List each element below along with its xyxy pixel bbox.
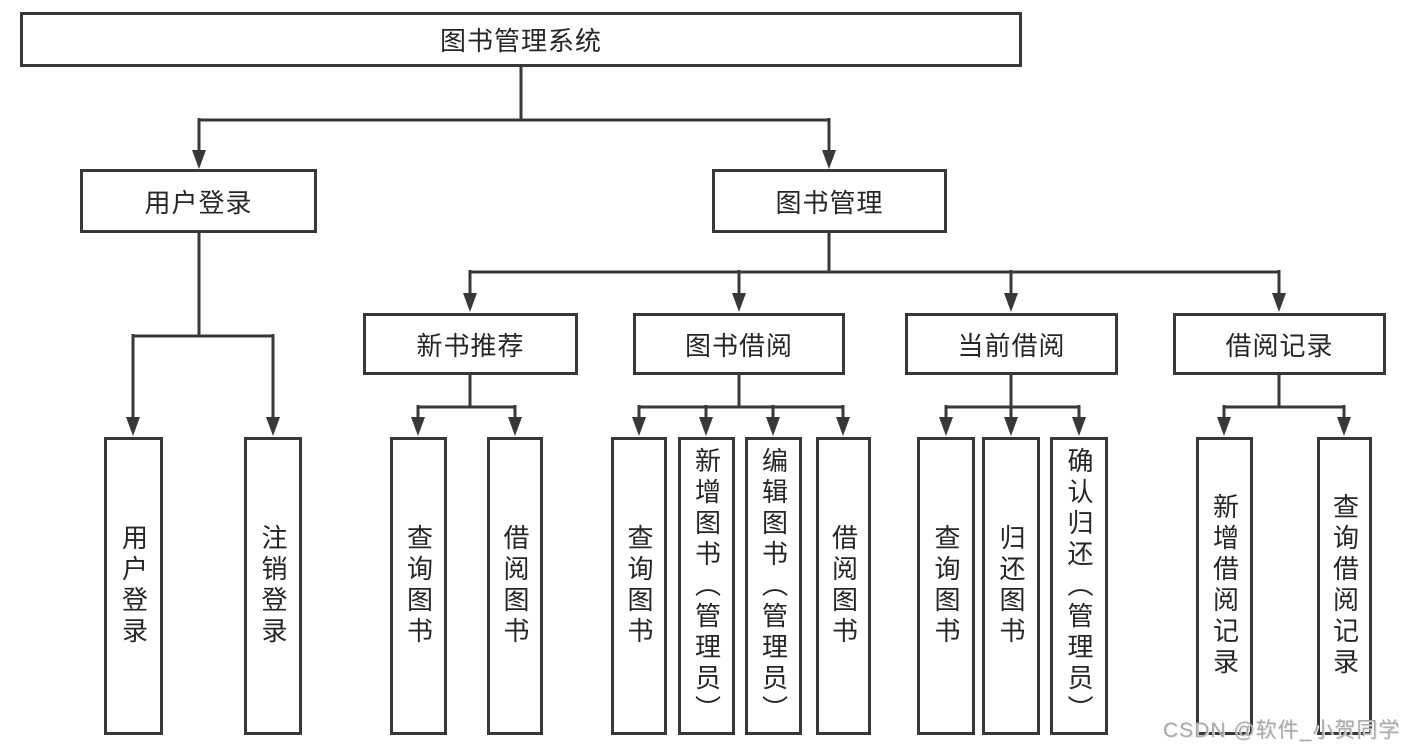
node-label: 查询图书 — [931, 524, 961, 648]
node-leaf-user-login: 用户登录 — [104, 437, 163, 735]
node-leaf-query-books-recommend: 查询图书 — [390, 437, 447, 735]
node-borrow-records: 借阅记录 — [1173, 313, 1386, 375]
node-label: 当前借阅 — [957, 330, 1066, 361]
connector-current-borrow-to-leaves — [939, 375, 1086, 436]
node-label: 图书管理 — [775, 187, 884, 218]
node-label: 借阅图书 — [828, 524, 859, 648]
node-label: 注销登录 — [258, 524, 288, 648]
node-current-borrow: 当前借阅 — [905, 313, 1118, 375]
connector-root-to-level2 — [192, 67, 836, 169]
node-root-library-management-system: 图书管理系统 — [20, 12, 1022, 67]
node-leaf-logout: 注销登录 — [244, 437, 302, 735]
node-book-management: 图书管理 — [712, 169, 947, 233]
node-label: 用户登录 — [144, 187, 253, 218]
node-leaf-borrow-books-recommend: 借阅图书 — [487, 437, 543, 735]
node-leaf-query-books-current: 查询图书 — [917, 437, 975, 735]
node-label: 新增图书（管理员） — [691, 446, 722, 726]
node-label: 查询图书 — [624, 524, 654, 648]
node-leaf-query-borrow-record: 查询借阅记录 — [1317, 437, 1372, 735]
node-label: 查询图书 — [403, 524, 434, 648]
node-label: 借阅记录 — [1225, 330, 1334, 361]
node-leaf-edit-books-admin: 编辑图书（管理员） — [745, 437, 802, 735]
node-leaf-query-books-borrow: 查询图书 — [611, 437, 667, 735]
connector-user-login-to-leaves — [126, 233, 280, 436]
node-book-borrow: 图书借阅 — [633, 313, 845, 375]
csdn-watermark: CSDN @软件_小贺同学 — [1163, 719, 1401, 742]
node-label: 编辑图书（管理员） — [758, 446, 789, 726]
node-label: 归还图书 — [996, 524, 1026, 648]
node-label: 新增借阅记录 — [1209, 493, 1240, 679]
connector-book-management-to-level3 — [463, 233, 1286, 312]
node-label: 确认归还（管理员） — [1064, 446, 1094, 726]
node-user-login: 用户登录 — [80, 169, 317, 233]
node-leaf-borrow-books: 借阅图书 — [816, 437, 871, 735]
node-leaf-confirm-return-admin: 确认归还（管理员） — [1050, 437, 1108, 735]
node-label: 新书推荐 — [416, 330, 525, 361]
node-leaf-add-books-admin: 新增图书（管理员） — [678, 437, 735, 735]
node-leaf-return-books: 归还图书 — [982, 437, 1040, 735]
node-label: 图书管理系统 — [439, 26, 602, 56]
node-label: 图书借阅 — [684, 330, 793, 361]
connector-book-borrow-to-leaves — [632, 375, 850, 436]
connector-new-book-recommend-to-leaves — [411, 375, 522, 436]
node-new-book-recommend: 新书推荐 — [363, 313, 578, 375]
node-label: 借阅图书 — [500, 524, 530, 648]
node-label: 查询借阅记录 — [1329, 493, 1360, 679]
connector-borrow-records-to-leaves — [1217, 375, 1351, 436]
node-label: 用户登录 — [118, 524, 149, 648]
node-leaf-add-borrow-record: 新增借阅记录 — [1196, 437, 1253, 735]
